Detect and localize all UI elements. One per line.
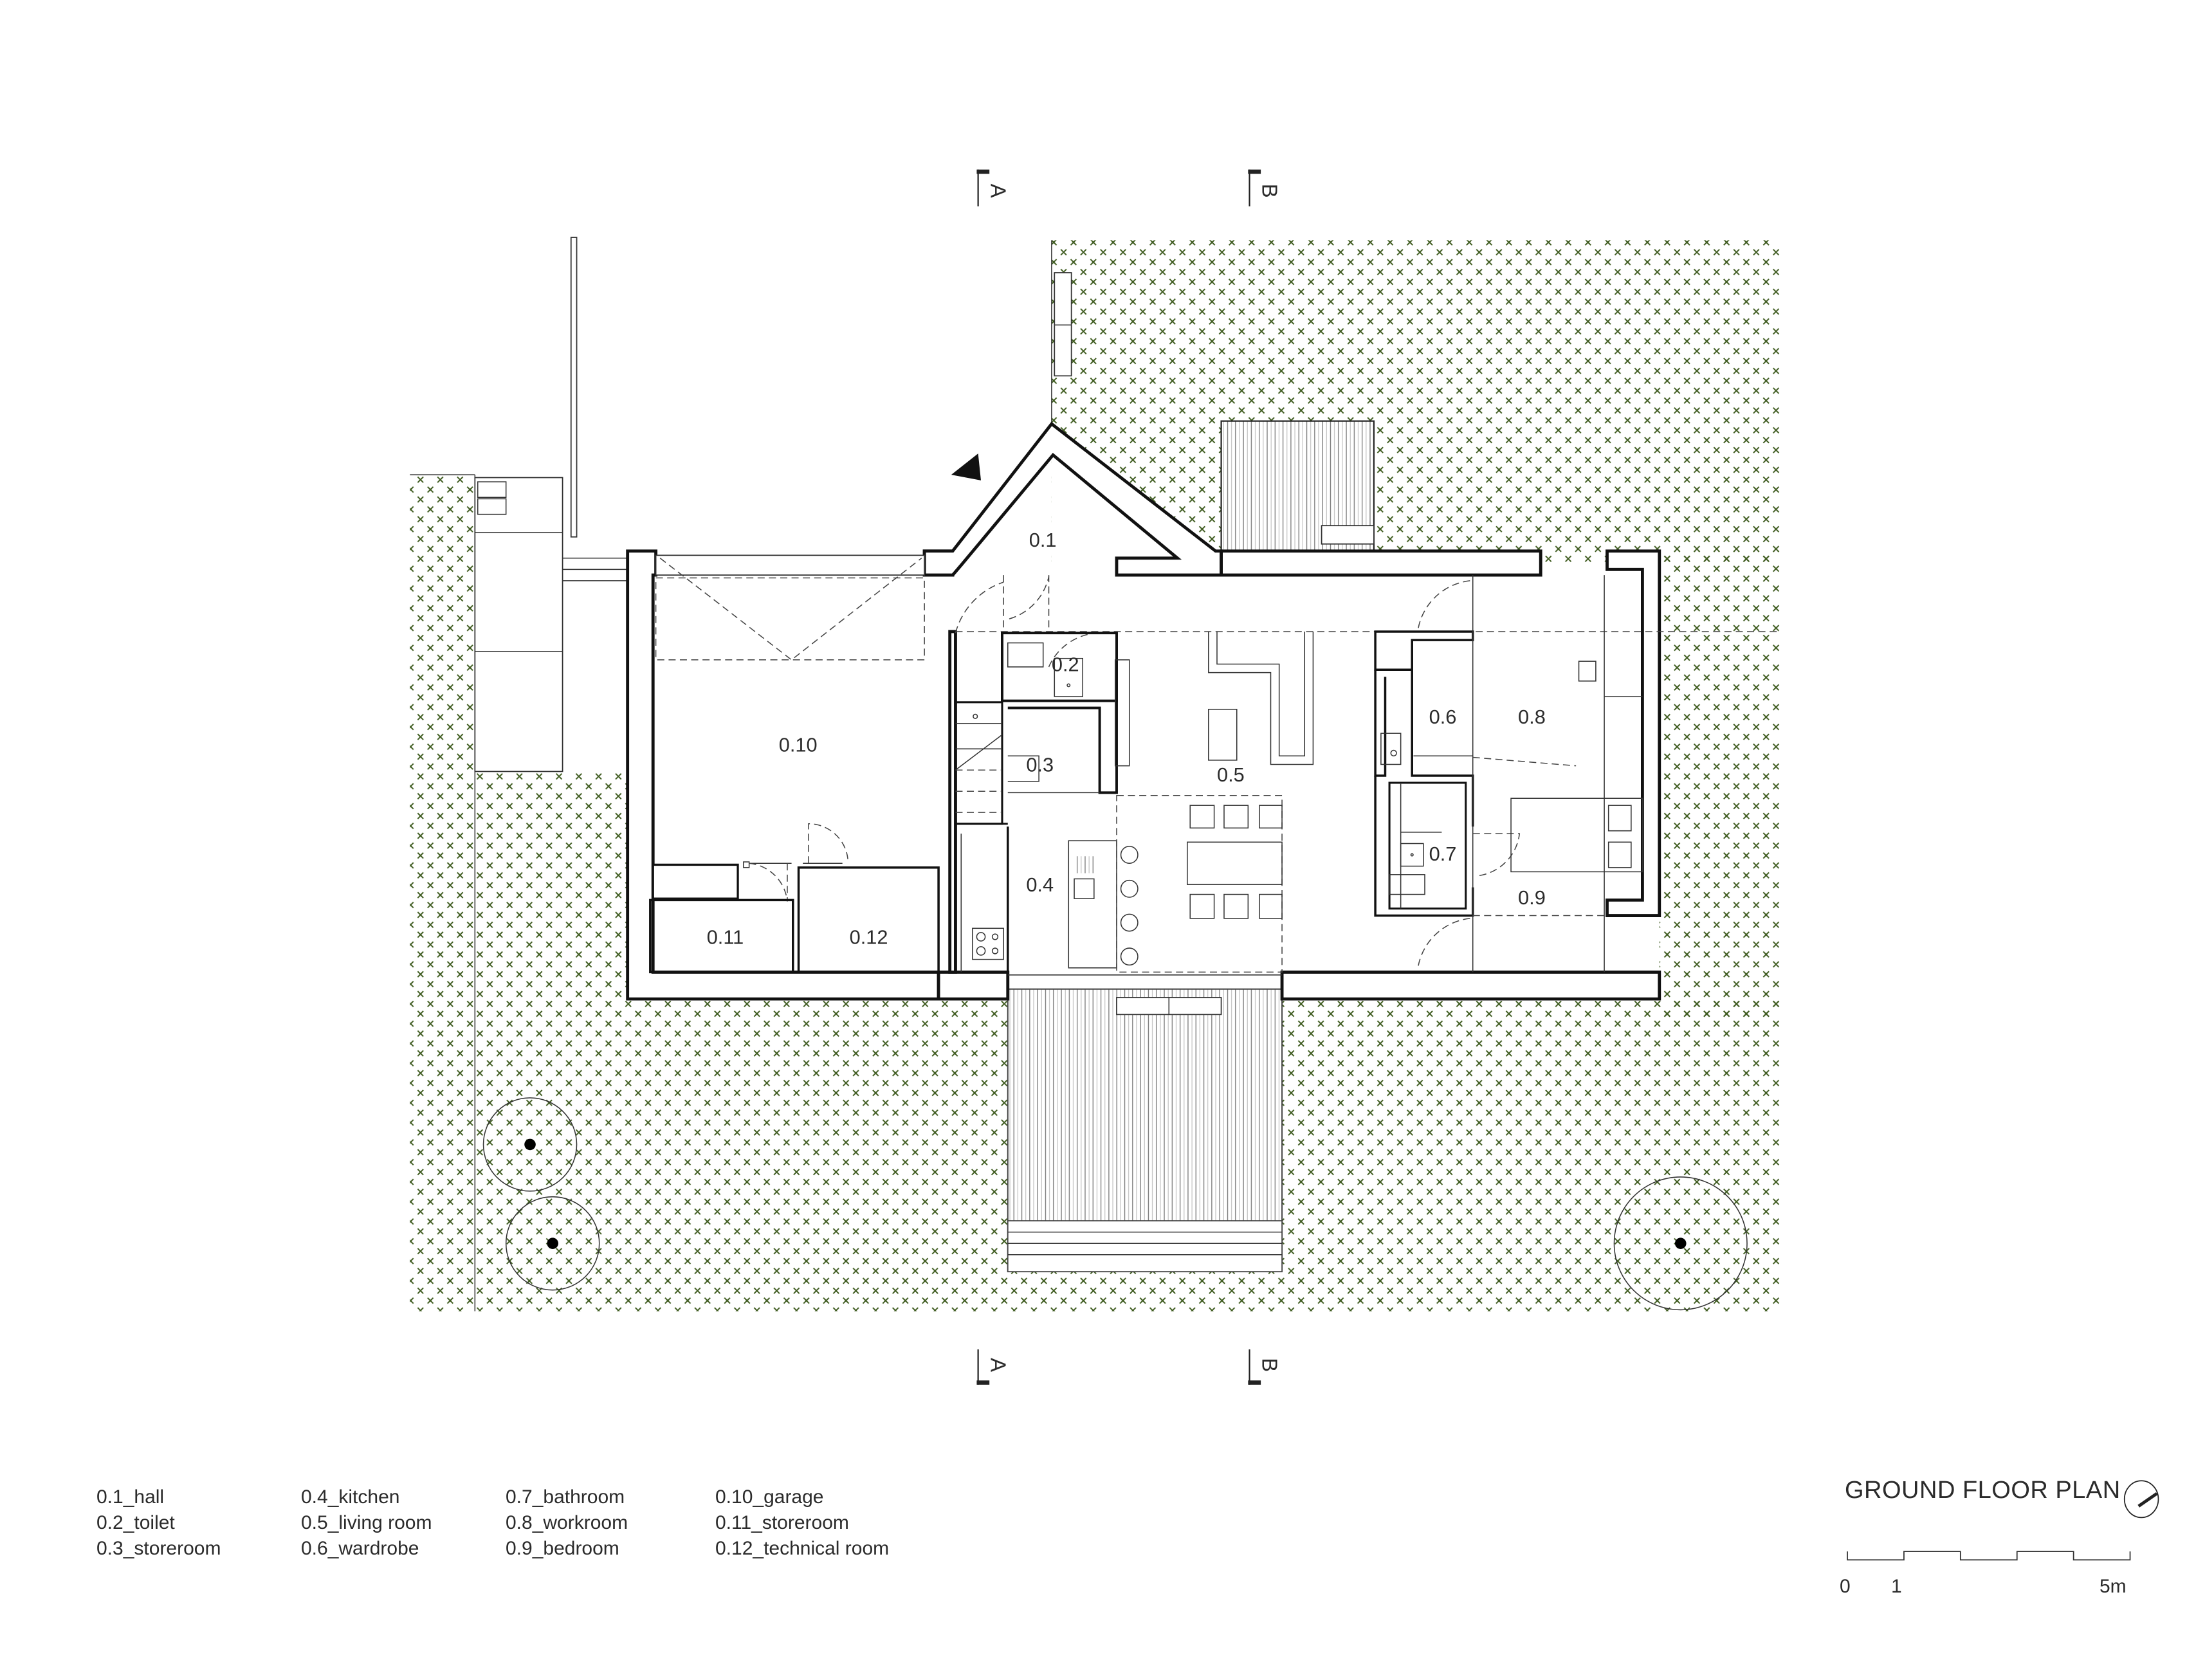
room-label-bathroom: 0.7 [1429,843,1457,865]
garage-room [649,554,940,974]
north-terrace [1220,420,1375,552]
section-marker-a-top: A [976,169,1010,206]
room-legend-col-2: 0.4_kitchen 0.5_living room 0.6_wardrobe [301,1484,432,1562]
room-label-toilet: 0.2 [1052,653,1079,675]
room-legend-col-4: 0.10_garage 0.11_storeroom 0.12_technica… [715,1484,889,1562]
room-label-wardrobe: 0.6 [1429,706,1457,728]
room-label-workroom: 0.8 [1518,706,1546,728]
legend-item: 0.8_workroom [506,1512,628,1533]
room-label-kitchen: 0.4 [1026,873,1054,896]
legend-item: 0.7_bathroom [506,1486,625,1508]
room-label-bedroom: 0.9 [1518,886,1546,909]
room-labels: 0.1 0.2 0.3 0.4 0.5 0.6 0.7 0.8 0.9 0.10… [707,529,1546,948]
room-label-storeroom-2: 0.11 [707,926,744,948]
room-label-garage: 0.10 [779,734,818,756]
scale-label-1: 1 [1891,1576,1902,1597]
living-kitchen [955,631,1314,976]
legend-item: 0.5_living room [301,1512,432,1533]
entrance-triangle-icon [951,453,982,480]
svg-text:B: B [1258,1358,1281,1372]
side-storage-unit [474,237,1072,772]
section-marker-a-bottom: A [976,1349,1010,1385]
legend-item: 0.11_storeroom [715,1512,849,1533]
room-label-hall: 0.1 [1029,529,1057,551]
scale-bar [1847,1551,2131,1561]
scale-label-0: 0 [1840,1576,1851,1597]
svg-text:A: A [986,184,1010,198]
trees [482,1097,1748,1311]
south-terrace [1007,988,1283,1273]
svg-text:A: A [986,1358,1010,1372]
legend-item: 0.1_hall [96,1486,165,1508]
scale-label-5m: 5m [2100,1576,2127,1597]
room-label-technical-room: 0.12 [850,926,888,948]
legend-item: 0.12_technical room [715,1538,890,1559]
legend-item: 0.6_wardrobe [301,1538,419,1559]
drawing-title: GROUND FLOOR PLAN [1845,1477,2121,1504]
legend-item: 0.9_bedroom [506,1538,619,1559]
north-arrow-icon [2123,1480,2159,1519]
legend-item: 0.3_storeroom [96,1538,221,1559]
svg-text:B: B [1258,184,1281,198]
room-label-storeroom: 0.3 [1026,753,1054,776]
room-legend-col-3: 0.7_bathroom 0.8_workroom 0.9_bedroom [506,1484,628,1562]
legend-item: 0.10_garage [715,1486,824,1508]
legend-item: 0.4_kitchen [301,1486,400,1508]
private-wing [1374,575,1643,972]
room-legend-col-1: 0.1_hall 0.2_toilet 0.3_storeroom [96,1484,221,1562]
room-label-living-room: 0.5 [1217,763,1245,786]
section-marker-b-bottom: B [1248,1349,1281,1385]
legend-item: 0.2_toilet [96,1512,175,1533]
section-marker-b-top: B [1248,169,1281,206]
